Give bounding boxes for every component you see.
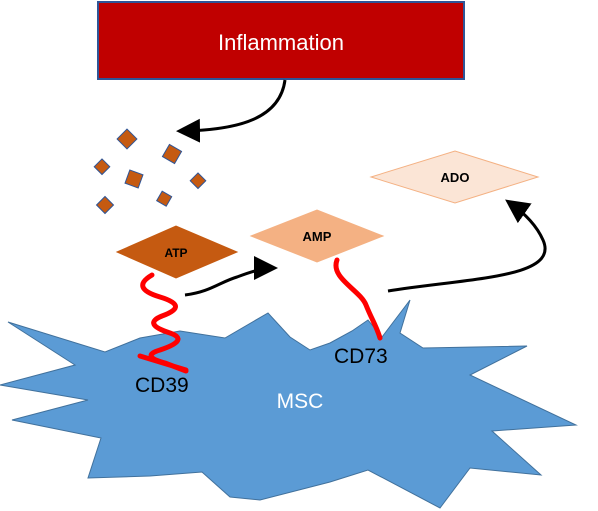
arrow-amp-to-ado bbox=[387, 199, 547, 293]
atp-particle-7 bbox=[95, 195, 115, 215]
atp-particle-2 bbox=[161, 143, 183, 165]
msc-cell bbox=[0, 299, 578, 509]
ado-label: ADO bbox=[441, 170, 470, 185]
atp-particle-3 bbox=[93, 158, 111, 176]
atp-particle-5 bbox=[189, 172, 207, 190]
msc-label: MSC bbox=[277, 390, 324, 413]
atp-particle-1 bbox=[116, 128, 138, 150]
inflammation-banner bbox=[97, 1, 465, 80]
amp-diamond bbox=[249, 209, 385, 263]
arrow-inflammation-to-particles bbox=[176, 79, 287, 143]
arrow-atp-to-amp bbox=[184, 256, 278, 297]
amp-label: AMP bbox=[303, 229, 332, 244]
atp-particle-4 bbox=[124, 169, 144, 189]
cd73-label: CD73 bbox=[334, 345, 388, 368]
cd39-linker bbox=[137, 272, 189, 374]
cd73-linker bbox=[333, 257, 383, 341]
atp-particle-6 bbox=[155, 190, 173, 207]
atp-label: ATP bbox=[164, 246, 187, 260]
ado-diamond bbox=[369, 150, 540, 204]
atp-diamond bbox=[115, 225, 239, 279]
inflammation-label: Inflammation bbox=[218, 30, 344, 55]
cd39-label: CD39 bbox=[135, 374, 189, 397]
